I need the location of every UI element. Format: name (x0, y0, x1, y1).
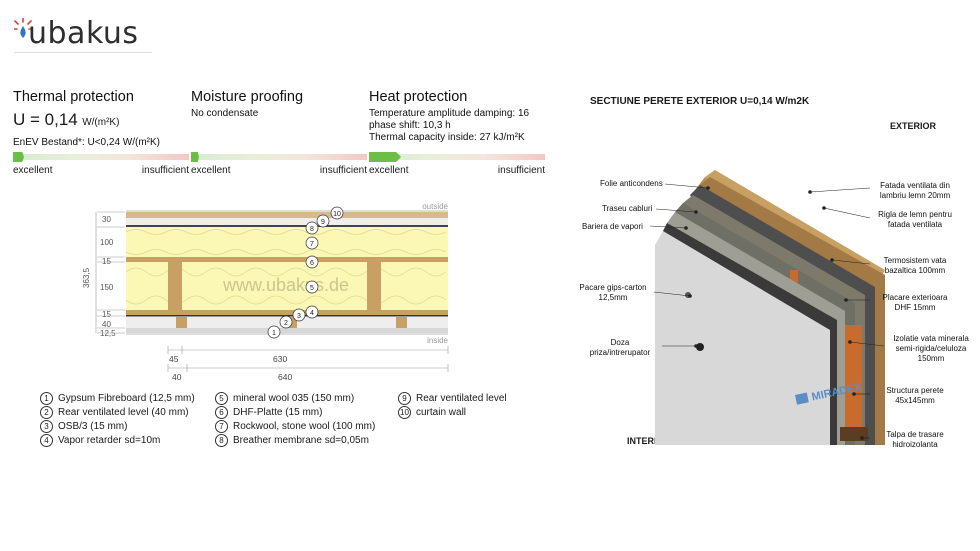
callout-9: 9 (321, 219, 325, 226)
heat-capacity: Thermal capacity inside: 27 kJ/m²K (369, 132, 525, 143)
u-value: U = 0,14 (13, 110, 78, 129)
dim-layer-40: 40 (102, 320, 111, 329)
callout-3: 3 (297, 313, 301, 320)
outside-label: outside (422, 202, 448, 211)
dim-stud-spacing: 630 (273, 354, 287, 364)
heat-amplitude: Temperature amplitude damping: 16 (369, 108, 530, 119)
moisture-status: No condensate (191, 108, 259, 119)
dim-layer-30: 30 (102, 215, 111, 224)
dim-layer-150: 150 (100, 283, 114, 292)
wall-3d-illustration: MIRADEX (655, 170, 885, 445)
rear-ventilated-layer (126, 218, 448, 225)
scale-left-label: excellent (369, 165, 409, 176)
logo-text: ubakus (28, 16, 139, 51)
moisture-title: Moisture proofing (191, 89, 304, 105)
label-bariera-vapori: Bariera de vapori (582, 222, 643, 231)
scale-left-label: excellent (13, 165, 53, 176)
scale-indicator (369, 152, 401, 162)
rockwool-layer (126, 227, 448, 257)
gypsum-layer (126, 328, 448, 333)
label-folie-anticondens: Folie anticondens (600, 179, 663, 188)
heat-scale: excellent insufficient (369, 145, 545, 176)
callout-2: 2 (284, 320, 288, 327)
dim-batten-spacing: 640 (278, 372, 292, 382)
callout-7: 7 (310, 241, 314, 248)
dim-layer-100: 100 (100, 238, 114, 247)
moisture-scale: excellent insufficient (191, 145, 367, 176)
scale-indicator (191, 152, 199, 162)
callout-5: 5 (310, 285, 314, 292)
interior-label: INTERIOR (627, 436, 671, 446)
stud (367, 262, 381, 310)
scale-bar (13, 154, 189, 160)
heat-phase-shift: phase shift: 10,3 h (369, 120, 451, 131)
left-leader-lines (650, 183, 710, 348)
u-unit: W/(m²K) (82, 117, 120, 128)
scale-right-label: insufficient (141, 165, 189, 176)
dhf-layer (126, 257, 448, 262)
breather-membrane-layer (126, 225, 448, 227)
scale-indicator (13, 152, 24, 162)
stud (168, 262, 182, 310)
wall-section-title: SECTIUNE PERETE EXTERIOR U=0,14 W/m2K (590, 96, 810, 107)
dim-layer-12-5: 12,5 (100, 329, 116, 338)
u-value-row: U = 0,14 W/(m²K) (13, 110, 119, 130)
right-leader-lines (808, 187, 885, 440)
scale-bar (369, 154, 545, 160)
callout-1: 1 (272, 330, 276, 337)
enev-requirement: EnEV Bestand*: U<0,24 W/(m²K) (13, 137, 161, 148)
logo-mark-icon (14, 18, 32, 38)
inside-label: inside (427, 336, 448, 345)
dim-layer-15a: 15 (102, 257, 111, 266)
callout-10: 10 (333, 211, 341, 218)
exterior-label: EXTERIOR (890, 121, 937, 131)
osb-layer (126, 310, 448, 315)
scale-right-label: insufficient (497, 165, 545, 176)
callout-8: 8 (310, 226, 314, 233)
curtain-wall-layer (126, 212, 448, 218)
dim-stud-width: 45 (169, 354, 179, 364)
label-traseu-cabluri: Traseu cabluri (602, 204, 653, 213)
callout-6: 6 (310, 260, 314, 267)
watermark: www.ubakus.de (222, 275, 349, 295)
ubakus-logo: ubakus (14, 16, 154, 56)
logo-divider (14, 52, 152, 53)
scale-left-label: excellent (191, 165, 231, 176)
layer-section-diagram: outside inside www.ubakus.de 30 100 15 1… (82, 202, 449, 382)
thermal-title: Thermal protection (13, 89, 134, 105)
dim-total: 363,5 (82, 267, 91, 288)
scale-right-label: insufficient (319, 165, 367, 176)
callout-4: 4 (310, 310, 314, 317)
scale-bar (191, 154, 367, 160)
dim-layer-15b: 15 (102, 310, 111, 319)
heat-title: Heat protection (369, 89, 468, 105)
dim-batten-width: 40 (172, 372, 182, 382)
thermal-scale: excellent insufficient (13, 145, 189, 176)
